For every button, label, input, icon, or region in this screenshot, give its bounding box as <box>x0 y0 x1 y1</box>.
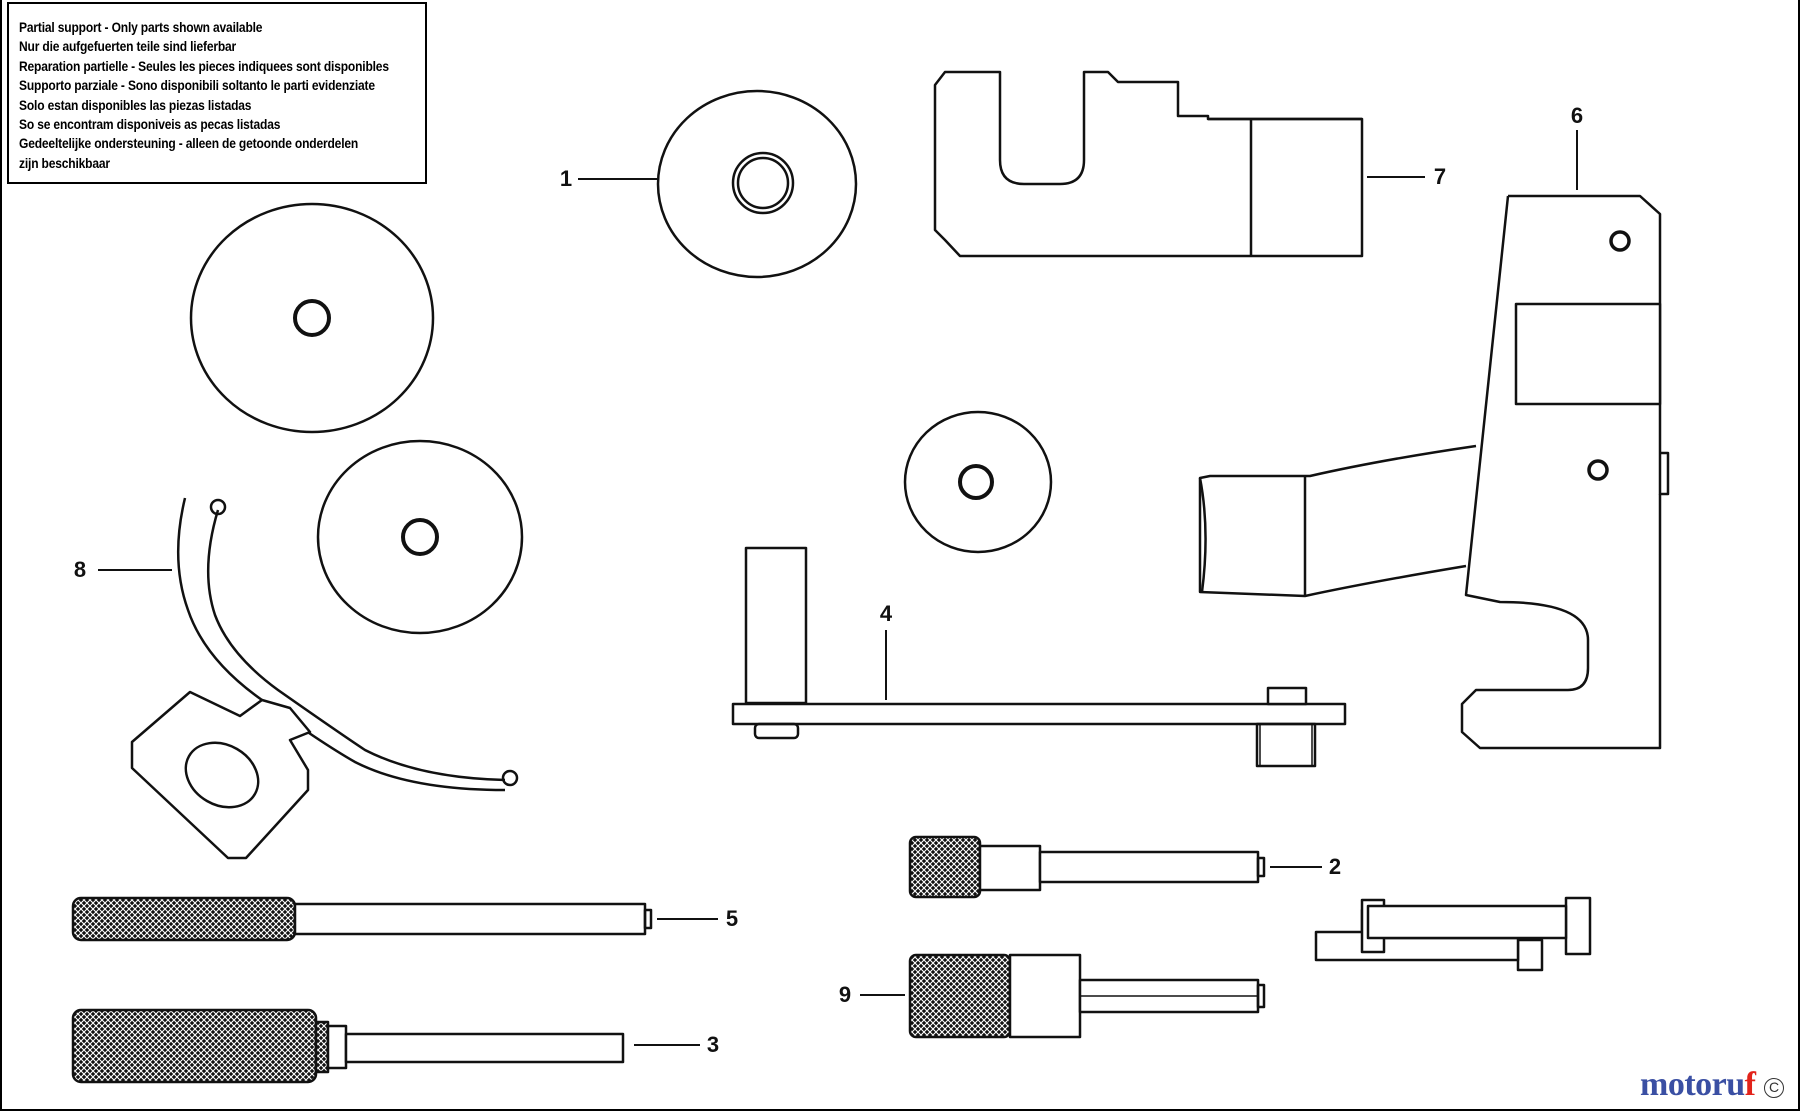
callout-6: 6 <box>1570 103 1584 128</box>
notice-line-5: Solo estan disponibles las piezas listad… <box>19 96 252 113</box>
notice-line-4: Supporto parziale - Sono disponibili sol… <box>19 77 375 94</box>
part-3-pin <box>71 1008 625 1084</box>
callout-5: 5 <box>725 906 739 931</box>
part-9-pin <box>908 953 1266 1039</box>
brand-name-end: f <box>1744 1066 1756 1103</box>
notice-line-3: Reparation partielle - Seules les pieces… <box>19 57 389 74</box>
part-5-pin <box>71 896 653 942</box>
frame-right-border <box>1798 0 1800 1111</box>
callout-8: 8 <box>73 557 87 582</box>
callout-4: 4 <box>879 601 893 626</box>
callout-2: 2 <box>1328 854 1342 879</box>
part-2-pin <box>908 835 1266 899</box>
frame-left-border <box>0 0 2 1111</box>
part-8-cable-clip <box>130 497 519 860</box>
frame-bottom-border <box>0 1109 1800 1111</box>
callout-9: 9 <box>838 982 852 1007</box>
partial-support-notice: Partial support - Only parts shown avail… <box>7 2 427 184</box>
leader-lines <box>98 130 1578 1046</box>
small-disc <box>903 410 1053 554</box>
notice-line-8: zijn beschikbaar <box>19 154 110 171</box>
callout-3: 3 <box>706 1032 720 1057</box>
notice-line-2: Nur die aufgefuerten teile sind lieferba… <box>19 38 237 55</box>
bolt-pair <box>1314 896 1592 972</box>
part-1-washer <box>656 89 858 279</box>
medium-disc <box>316 439 524 635</box>
callout-1: 1 <box>559 166 573 191</box>
callout-7: 7 <box>1433 164 1447 189</box>
part-7-hook-block <box>933 70 1364 258</box>
brand-name-start: motoru <box>1640 1066 1745 1103</box>
part-6-bracket <box>1198 194 1670 750</box>
notice-line-7: Gedeeltelijke ondersteuning - alleen de … <box>19 135 359 152</box>
notice-line-6: So se encontram disponiveis as pecas lis… <box>19 116 281 133</box>
notice-line-1: Partial support - Only parts shown avail… <box>19 19 263 35</box>
brand-logo[interactable]: motoruf <box>1640 1066 1756 1103</box>
part-4-plate <box>731 546 1347 768</box>
large-disc <box>189 202 435 434</box>
copyright-icon: C <box>1764 1078 1784 1098</box>
